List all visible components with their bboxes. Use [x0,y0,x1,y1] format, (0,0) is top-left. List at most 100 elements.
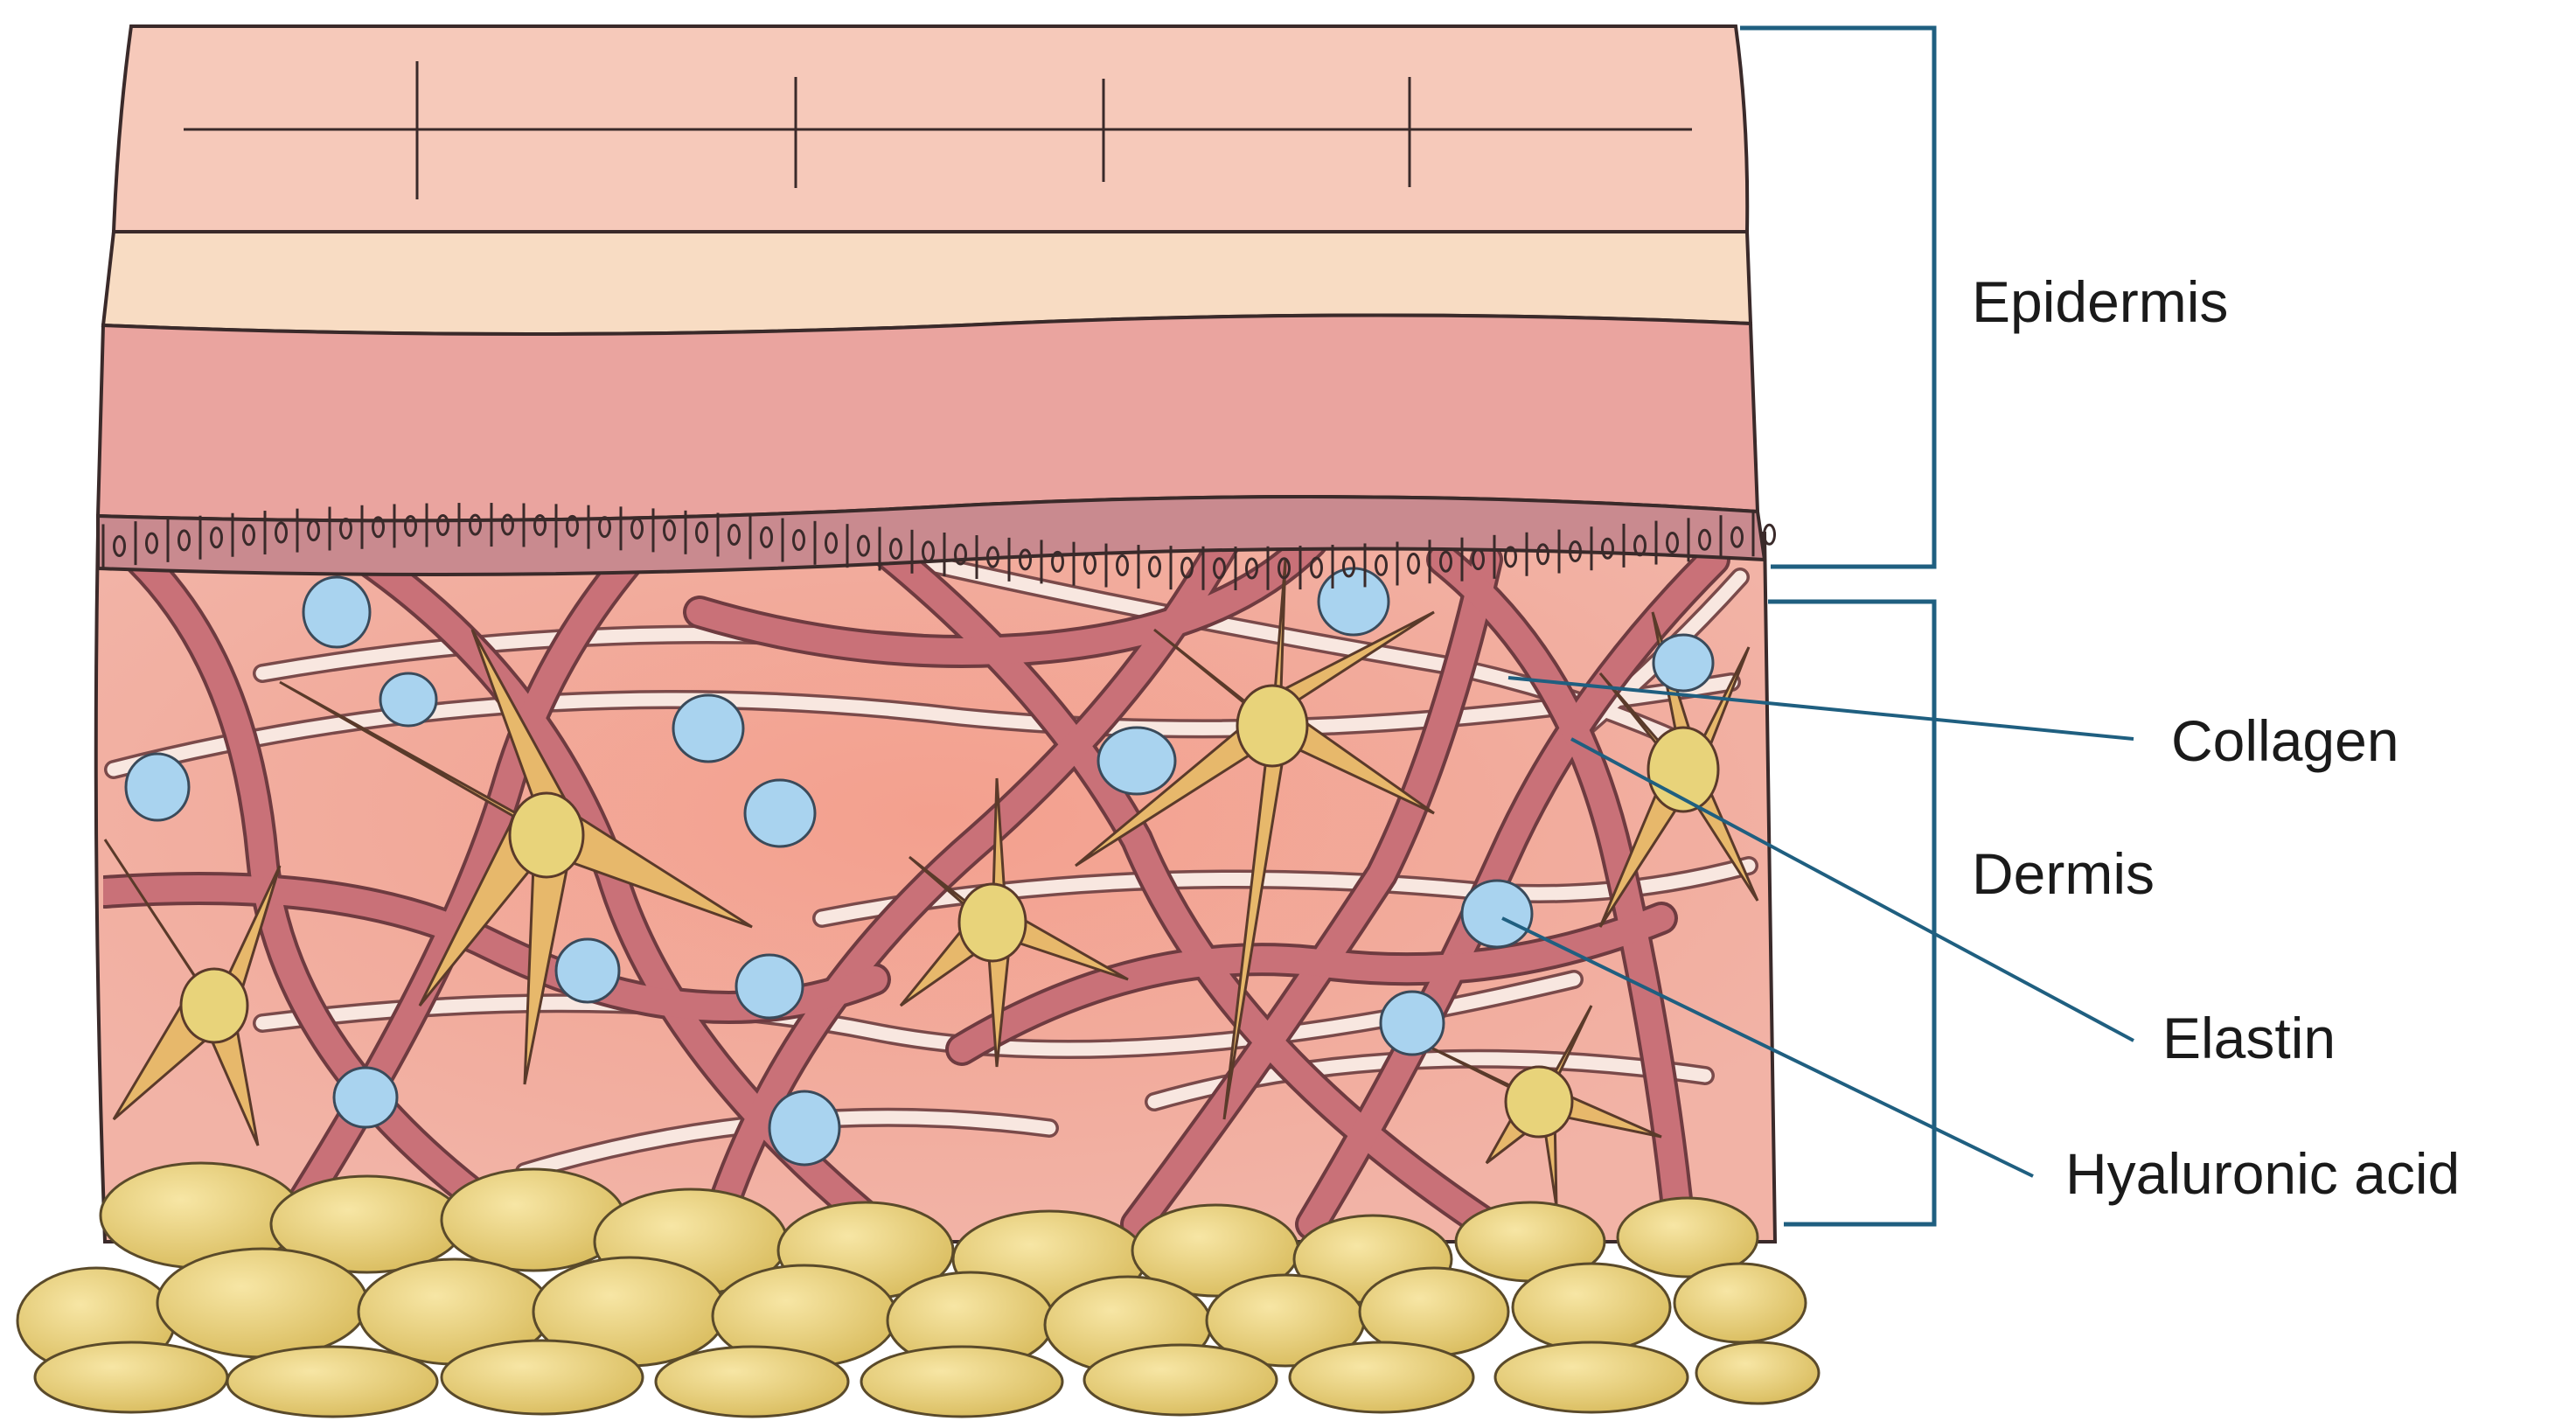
epidermis-label: Epidermis [1972,269,2228,334]
basal-cell-nucleus [1569,540,1582,563]
fat-globule [156,1247,369,1359]
basal-cell-nucleus [1245,557,1258,580]
basal-cell-nucleus [1342,555,1355,578]
fibroblast [1416,1005,1662,1208]
basal-cell-nucleus [1407,553,1420,575]
fat-globule [1673,1262,1807,1344]
fat-globule [226,1345,439,1418]
basal-cell-nucleus [1019,548,1032,571]
basal-cell-nucleus [404,514,417,537]
fibroblast [103,839,282,1146]
basal-cell-nucleus [145,532,158,554]
basal-cell-nucleus [242,524,255,547]
basal-cell-row [101,503,1776,590]
basal-cell-nucleus [1698,528,1711,551]
fat-globule [1511,1262,1672,1353]
hyaluronic-droplet [1379,990,1445,1056]
fat-globule [1695,1341,1821,1405]
fat-globule [1616,1196,1759,1278]
fat-globule [654,1345,850,1418]
hyaluronic-droplet [1097,726,1177,796]
basal-cell-nucleus [501,513,514,536]
basal-cell-nucleus [728,523,741,546]
basal-cell-nucleus [663,519,676,541]
stratum-basale [96,495,1767,577]
basal-cell-nucleus [825,532,838,554]
hyaluronic-droplet [1652,633,1715,693]
basal-cell-nucleus [889,538,902,561]
basal-cell-nucleus [986,546,999,568]
dermis-label: Dermis [1972,841,2155,906]
basal-cell-nucleus [178,529,191,552]
fibroblast-cells [103,559,1759,1208]
basal-cell-nucleus [1278,557,1291,580]
basal-cell-nucleus [113,534,126,557]
basal-cell-nucleus [1375,554,1388,576]
collagen-label: Collagen [2171,708,2399,773]
hyaluronic-droplet [672,693,745,763]
stratum-spinosum [95,313,1760,523]
basal-cell-nucleus [1180,556,1194,579]
fat-globule [440,1339,644,1416]
collagen-leader [1507,676,2134,741]
basal-cell-nucleus [469,513,482,536]
basal-cell-nucleus [630,517,644,540]
hyaluronic-droplet [379,672,438,728]
hyaluronic-droplet [124,752,191,822]
hyaluronic-acid-droplets [124,567,1715,1167]
dermis-bracket [1768,599,1937,1227]
subcutaneous-fat [16,1161,1821,1418]
hyaluronic-droplet [302,575,372,649]
basal-cell-nucleus [1601,537,1614,560]
basal-cell-nucleus [1116,554,1129,577]
basal-cell-nucleus [1633,534,1647,557]
basal-cell-nucleus [954,543,967,566]
basal-cell-nucleus [857,534,870,557]
hyaluronic-droplet [768,1090,841,1167]
basal-cell-nucleus [760,526,773,548]
basal-cell-nucleus [1148,555,1161,578]
hyaluronic-acid-label: Hyaluronic acid [2065,1141,2460,1206]
fat-globule [1288,1341,1475,1414]
basal-cell-nucleus [533,513,547,536]
fat-globule [1493,1341,1689,1414]
fat-globule [33,1341,229,1414]
basal-cell-nucleus [1730,526,1744,548]
hyaluronic-droplet [332,1066,399,1129]
fat-globule [860,1345,1064,1418]
basal-cell-nucleus [1763,523,1776,546]
hyaluronic-droplet [743,778,817,848]
elastin-leader [1570,737,2134,1042]
hyaluronic-droplet [1460,879,1534,949]
basal-cell-nucleus [922,540,935,563]
basal-cell-nucleus [372,516,385,539]
basal-cell-nucleus [1472,548,1485,571]
basal-cell-nucleus [566,514,579,537]
hyaluronic-droplet [735,953,804,1020]
basal-cell-nucleus [1213,557,1226,580]
basal-cell-nucleus [695,521,708,544]
fibroblast [1075,559,1435,1120]
basal-cell-nucleus [1439,550,1452,573]
basal-cell-nucleus [1310,556,1323,579]
basal-cell-nucleus [1083,553,1097,575]
hyaluronic-droplet [1317,567,1390,637]
hyaluronic-droplet [554,937,621,1004]
basal-cell-nucleus [307,519,320,542]
fibroblast [899,777,1129,1068]
basal-cell-nucleus [792,529,805,552]
elastin-label: Elastin [2162,1006,2336,1070]
corneum-cell-lines [184,61,1692,199]
basal-cell-nucleus [1051,550,1064,573]
basal-cell-nucleus [1504,546,1517,568]
basal-cell-nucleus [339,518,352,540]
basal-cell-nucleus [1536,543,1549,566]
hyaluronic-leader [1501,916,2034,1178]
epidermis-bracket [1740,25,1937,569]
basal-cell-nucleus [275,521,288,544]
basal-cell-nucleus [1666,532,1679,554]
fibroblast [279,629,753,1085]
fat-globule [1083,1343,1278,1417]
basal-cell-nucleus [436,514,449,537]
